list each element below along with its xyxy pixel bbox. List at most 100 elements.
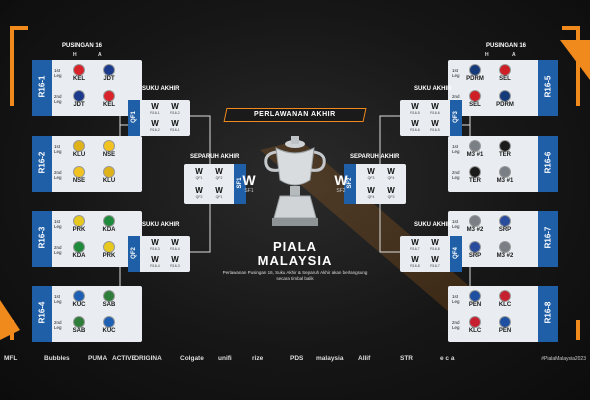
quarterfinal-header: SUKU AKHIR <box>414 222 452 228</box>
winner-source: R16-8 <box>410 264 420 268</box>
winner-w: W <box>411 119 419 128</box>
team-code: SEL <box>499 76 511 82</box>
team-entry: PRK <box>96 241 122 260</box>
team-code: KLU <box>102 178 116 184</box>
sponsor-logo: Colgate <box>180 355 204 362</box>
sponsor-logo: malaysia <box>316 355 344 362</box>
r16-label-strip: R16-8 <box>538 286 558 342</box>
qf-match-id: QF4 <box>453 247 459 259</box>
team-crest-icon <box>103 316 115 328</box>
team-crest-icon <box>469 90 481 102</box>
team-code: SEL <box>469 102 481 108</box>
team-code: M3 #2 <box>466 227 484 233</box>
team-crest-icon <box>499 215 511 227</box>
r16-match-id: R16-4 <box>37 301 47 324</box>
team-crest-icon <box>469 140 481 152</box>
final-right-source: SF2 <box>336 188 346 194</box>
team-crest-icon <box>73 140 85 152</box>
team-crest-icon <box>469 241 481 253</box>
r16-label-strip: R16-4 <box>32 286 52 342</box>
r16-match-id: R16-6 <box>543 151 553 174</box>
team-code: M3 #1 <box>466 152 484 158</box>
winner-source: QF1 <box>195 176 203 180</box>
winner-w: W <box>431 119 439 128</box>
team-entry: KLU <box>66 140 92 159</box>
team-crest-icon <box>499 290 511 302</box>
team-crest-icon <box>469 316 481 328</box>
team-code: M3 #2 <box>496 253 514 259</box>
sponsor-logo: PDS <box>290 355 304 362</box>
sponsor-logo: unifi <box>218 355 232 362</box>
frame-accent-top-left <box>10 26 28 30</box>
team-code: TER <box>469 178 481 184</box>
team-entry: NSE <box>66 166 92 185</box>
winner-w: W <box>171 102 179 111</box>
team-entry: TER <box>492 140 518 159</box>
leg-label: 2nd Leg <box>54 170 62 180</box>
team-crest-icon <box>103 241 115 253</box>
winner-source: QF4 <box>367 195 375 199</box>
winner-source: QF3 <box>387 195 395 199</box>
sponsor-logo: Bubbles <box>44 355 70 362</box>
r16-label-strip: R16-1 <box>32 60 52 116</box>
winner-w: W <box>387 186 395 195</box>
right-away-label: A <box>512 52 516 58</box>
team-crest-icon <box>469 166 481 178</box>
left-away-label: A <box>98 52 102 58</box>
team-entry: PEN <box>462 290 488 309</box>
winner-source: R16-2 <box>150 128 160 132</box>
winner-source: R16-6 <box>430 111 440 115</box>
winner-source: R16-5 <box>430 128 440 132</box>
team-entry: KUC <box>96 316 122 335</box>
winner-w: W <box>411 255 419 264</box>
team-entry: KEL <box>66 64 92 83</box>
team-crest-icon <box>73 166 85 178</box>
sponsor-logo: STR <box>400 355 413 362</box>
team-crest-icon <box>73 215 85 227</box>
winner-w: W <box>171 119 179 128</box>
team-entry: JDT <box>96 64 122 83</box>
qf-label-strip: QF3 <box>450 100 462 136</box>
r16-match-id: R16-3 <box>37 226 47 249</box>
r16-match-id: R16-7 <box>543 226 553 249</box>
sponsor-logo: e c a <box>440 355 455 362</box>
sponsor-logo: PUMA <box>88 355 108 362</box>
winner-w: W <box>411 102 419 111</box>
team-crest-icon <box>103 140 115 152</box>
winner-source: QF2 <box>215 176 223 180</box>
leg-label: 1st Leg <box>452 219 460 229</box>
r16-label-strip: R16-6 <box>538 136 558 192</box>
team-entry: KLU <box>96 166 122 185</box>
team-crest-icon <box>103 90 115 102</box>
team-code: KUC <box>102 328 116 334</box>
winner-source: R16-7 <box>430 264 440 268</box>
r16-match-id: R16-2 <box>37 151 47 174</box>
r16-match-id: R16-8 <box>543 301 553 324</box>
trophy-title: PIALA MALAYSIA <box>257 239 333 268</box>
team-code: NSE <box>72 178 86 184</box>
qf-match-id: QF1 <box>131 111 137 123</box>
team-entry: KEL <box>96 90 122 109</box>
frame-accent-top-right <box>562 26 580 30</box>
team-crest-icon <box>499 64 511 76</box>
qf-label-strip: QF2 <box>128 236 140 272</box>
team-entry: KLC <box>462 316 488 335</box>
winner-source: R16-7 <box>410 247 420 251</box>
sponsor-logo: MFL <box>4 355 18 362</box>
winner-w: W <box>151 255 159 264</box>
leg-label: 1st Leg <box>452 68 460 78</box>
team-crest-icon <box>469 290 481 302</box>
winner-w: W <box>411 238 419 247</box>
final-left-source: SF1 <box>244 188 254 194</box>
